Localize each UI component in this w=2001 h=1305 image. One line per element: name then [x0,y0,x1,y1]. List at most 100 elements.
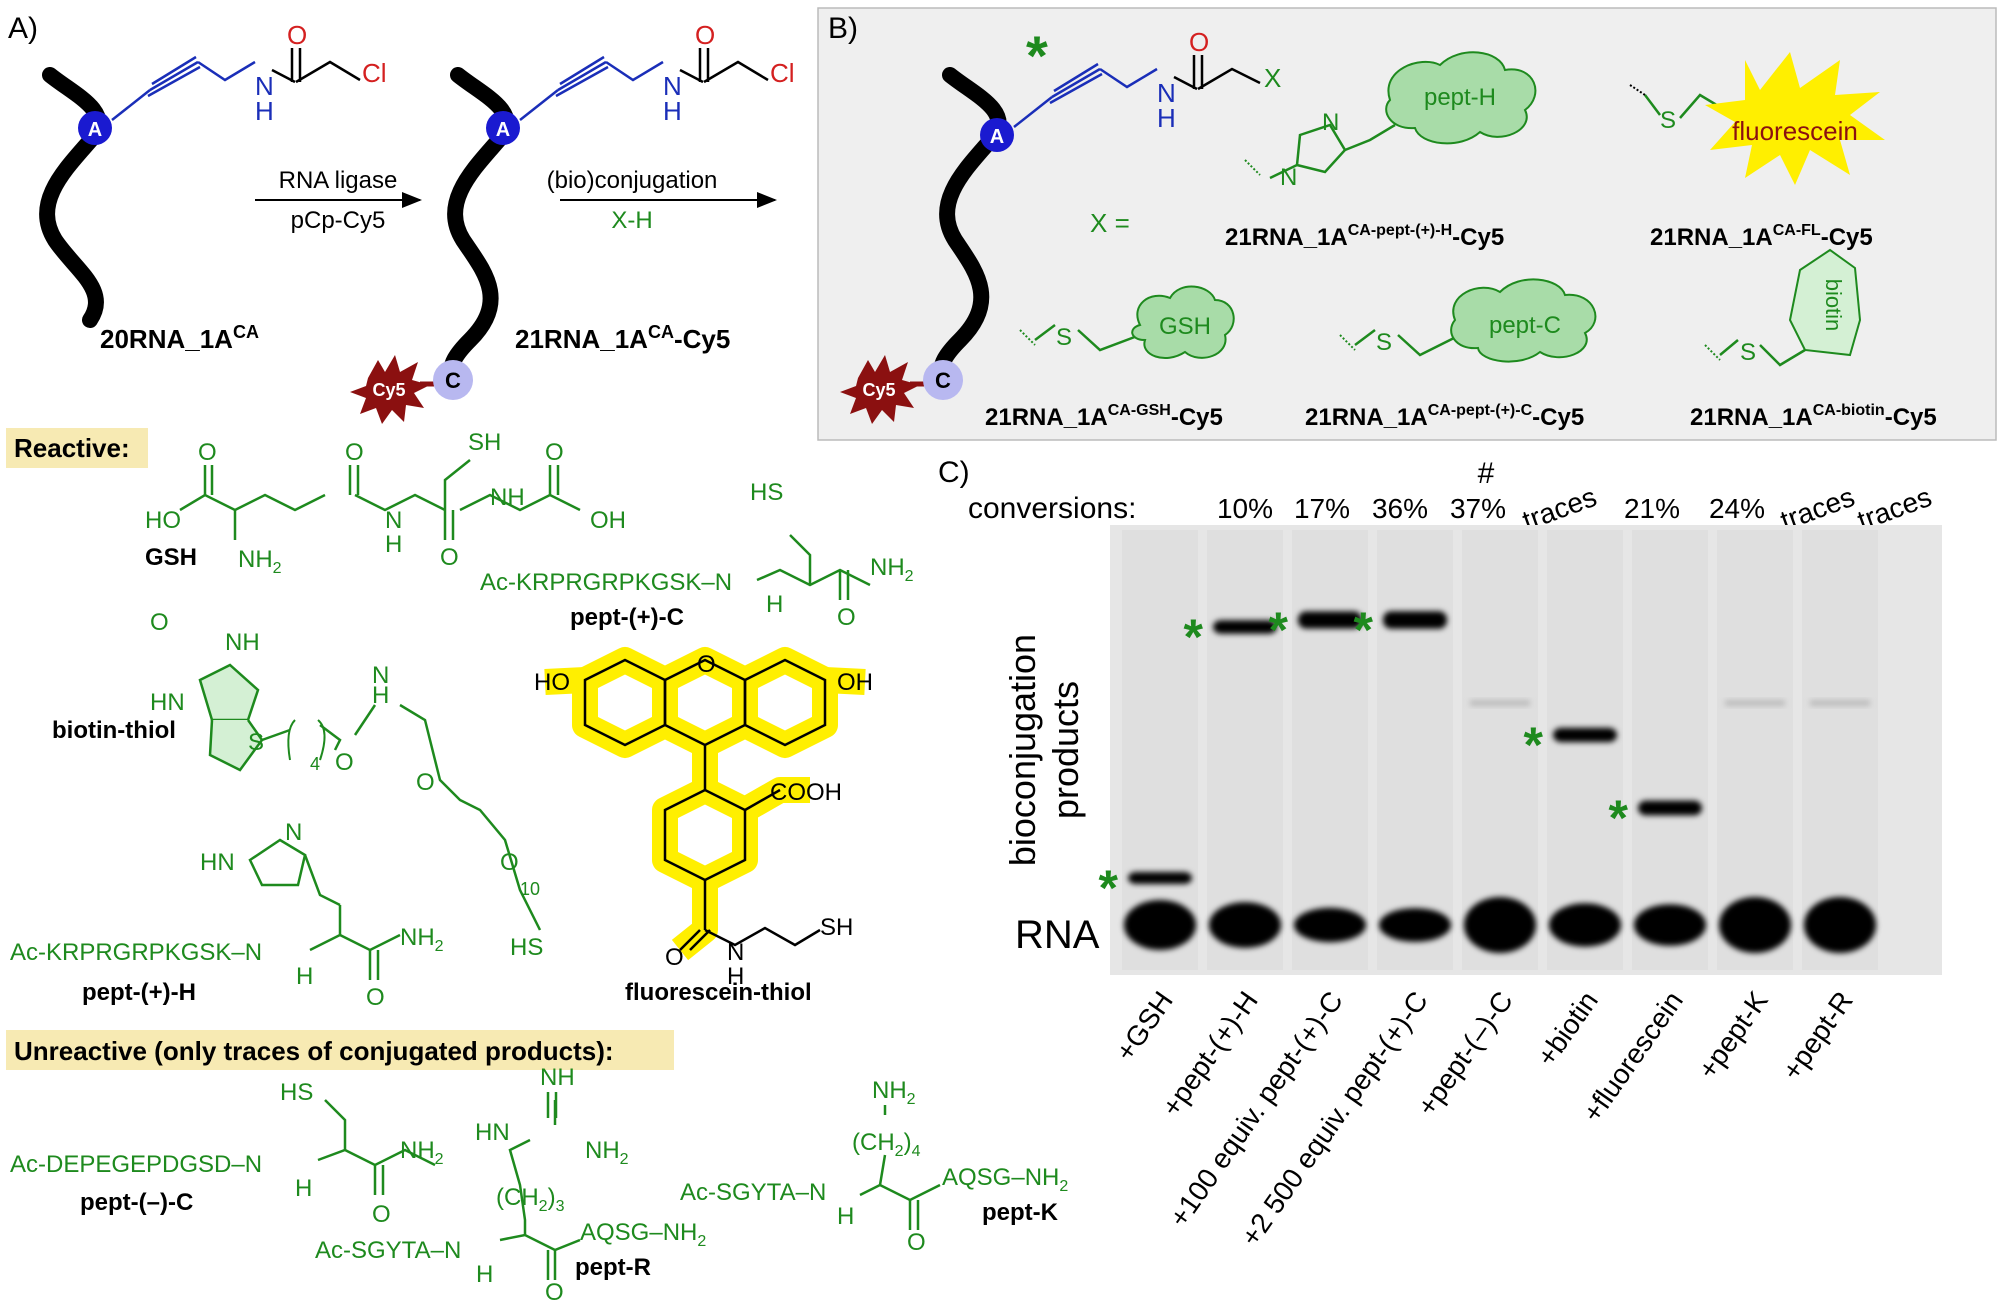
pept-neg-c-seq: Ac-DEPEGEPDGSD–N [10,1151,262,1178]
pept-k-h: H [837,1203,854,1230]
y-label-line1: bioconjugation [1002,634,1043,866]
pept-k-ch2: (CH2)4 [852,1129,921,1160]
pept-k-structure [859,1105,941,1230]
pept-k-nh2-top: NH2 [872,1077,916,1108]
start-compound-name: 20RNA_1ACA [100,322,259,354]
biotin-conjugate: S biotin [1704,248,1862,367]
gel-lane [1207,530,1283,970]
adenosine-node-b [980,118,1014,152]
product-band [1298,611,1362,629]
biotin-o2: O [335,749,354,776]
biotin-s-label: S [1740,339,1756,366]
panel-b-label: B) [828,12,858,45]
gsh-n2: NH [490,484,525,511]
pept-pos-h-h: H [296,963,313,990]
gel-lane [1292,530,1368,970]
product-asterisk: * [1099,860,1119,916]
conversion-value: 24% [1709,493,1765,524]
pept-r-seq: Ac-SGYTA–N [315,1237,461,1264]
conversion-value: 36% [1372,493,1428,524]
cytidine-label-a: C [445,368,461,393]
biotin-nh1: NH [225,629,260,656]
fluorescein-sh: SH [820,914,853,941]
gsh-o3: O [440,544,459,571]
step2-top-label: (bio)conjugation [547,167,718,194]
gsh-s-label: S [1056,324,1072,351]
pept-neg-c-nh2: NH2 [400,1137,444,1168]
product-biotin-name: 21RNA_1ACA-biotin-Cy5 [1690,402,1937,431]
lane-label: +pept-K [1692,985,1774,1084]
pept-r-ch2: (CH2)3 [496,1184,565,1215]
gsh-h1: H [385,531,402,558]
cytidine-node-b [923,360,963,400]
adenosine-label-start: A [88,119,102,141]
rna-label: RNA [1015,913,1100,957]
pept-pos-c-seq: Ac-KRPRGRPKGSK–N [480,569,732,596]
product-band [1383,611,1447,629]
carbonyl-o-b: O [1189,27,1209,57]
biotin-sub10: 10 [520,879,540,899]
cytidine-label-b: C [935,368,951,393]
gel-lanes: ****** [1099,530,1878,970]
pept-pos-c-nh2: NH2 [870,554,914,585]
pept-c-conjugate: S pept-C [1339,278,1597,363]
product-asterisk: * [1354,602,1374,658]
gel-lane [1122,530,1198,970]
gsh-o2: O [345,439,364,466]
rna-band [1719,897,1791,953]
biotin-thiol-name: biotin-thiol [52,717,176,744]
linker-product [519,55,664,121]
panel-a: A) A N H O Cl RNA ligase pCp-Cy5 (bio)co… [8,12,795,424]
lane-label: +GSH [1109,986,1179,1067]
fluorescein-ho: HO [534,669,570,696]
gsh-oh: OH [590,507,626,534]
pept-r-h: H [476,1261,493,1288]
conversions-label: conversions: [968,492,1136,525]
biotin-polygon-label: biotin [1821,279,1846,332]
biotin-sub4: 4 [310,754,320,774]
pept-r-name: pept-R [575,1254,651,1281]
adenosine-label-b: A [990,126,1004,148]
cytidine-node-a [433,360,473,400]
pept-k-seq: Ac-SGYTA–N [680,1179,826,1206]
panel-c-label: C) [938,456,970,489]
gel-lane [1802,530,1878,970]
linker-n-product: N [663,71,682,101]
rna-strand-b [933,67,1007,380]
adenosine-node-product [486,111,520,145]
pept-k-o: O [907,1229,926,1256]
linker-n-b: N [1157,78,1176,108]
fluorescein-h: H [727,963,744,990]
gsh-sh: SH [468,429,501,456]
pept-c-cloud-label: pept-C [1489,312,1561,339]
product-gsh-name: 21RNA_1ACA-GSH-Cy5 [985,402,1223,431]
gel-lane [1632,530,1708,970]
fluorescein-oh: OH [837,669,873,696]
fluorescein-conjugate: S fluorescein [1629,52,1885,185]
product-fl-name: 21RNA_1ACA-FL-Cy5 [1650,222,1873,251]
pept-pos-h-nh2: NH2 [400,924,444,955]
cy5-label-b: Cy5 [862,380,895,400]
rna-band [1209,902,1281,948]
pept-r-structure [499,1092,581,1280]
gel-lane [1717,530,1793,970]
unreactive-label-bg [6,1030,674,1070]
rna-band [1634,904,1706,946]
reactive-site-asterisk: * [1026,24,1048,87]
imidazole-n-top-label: N [1322,109,1339,136]
rna-band [1379,908,1451,942]
pept-pos-c-o: O [837,604,856,631]
fluorescein-o: O [697,651,716,678]
reactive-label-bg [6,428,148,468]
gsh-o1: O [198,439,217,466]
step1-top-label: RNA ligase [279,167,398,194]
biotin-nh-n: N [372,662,389,689]
hash-mark: # [1478,457,1495,490]
product-band [1213,620,1277,634]
product-asterisk: * [1524,717,1544,773]
pept-r-hn: HN [475,1119,510,1146]
x-group: X [1264,63,1281,93]
linker-h-product: H [663,96,682,126]
